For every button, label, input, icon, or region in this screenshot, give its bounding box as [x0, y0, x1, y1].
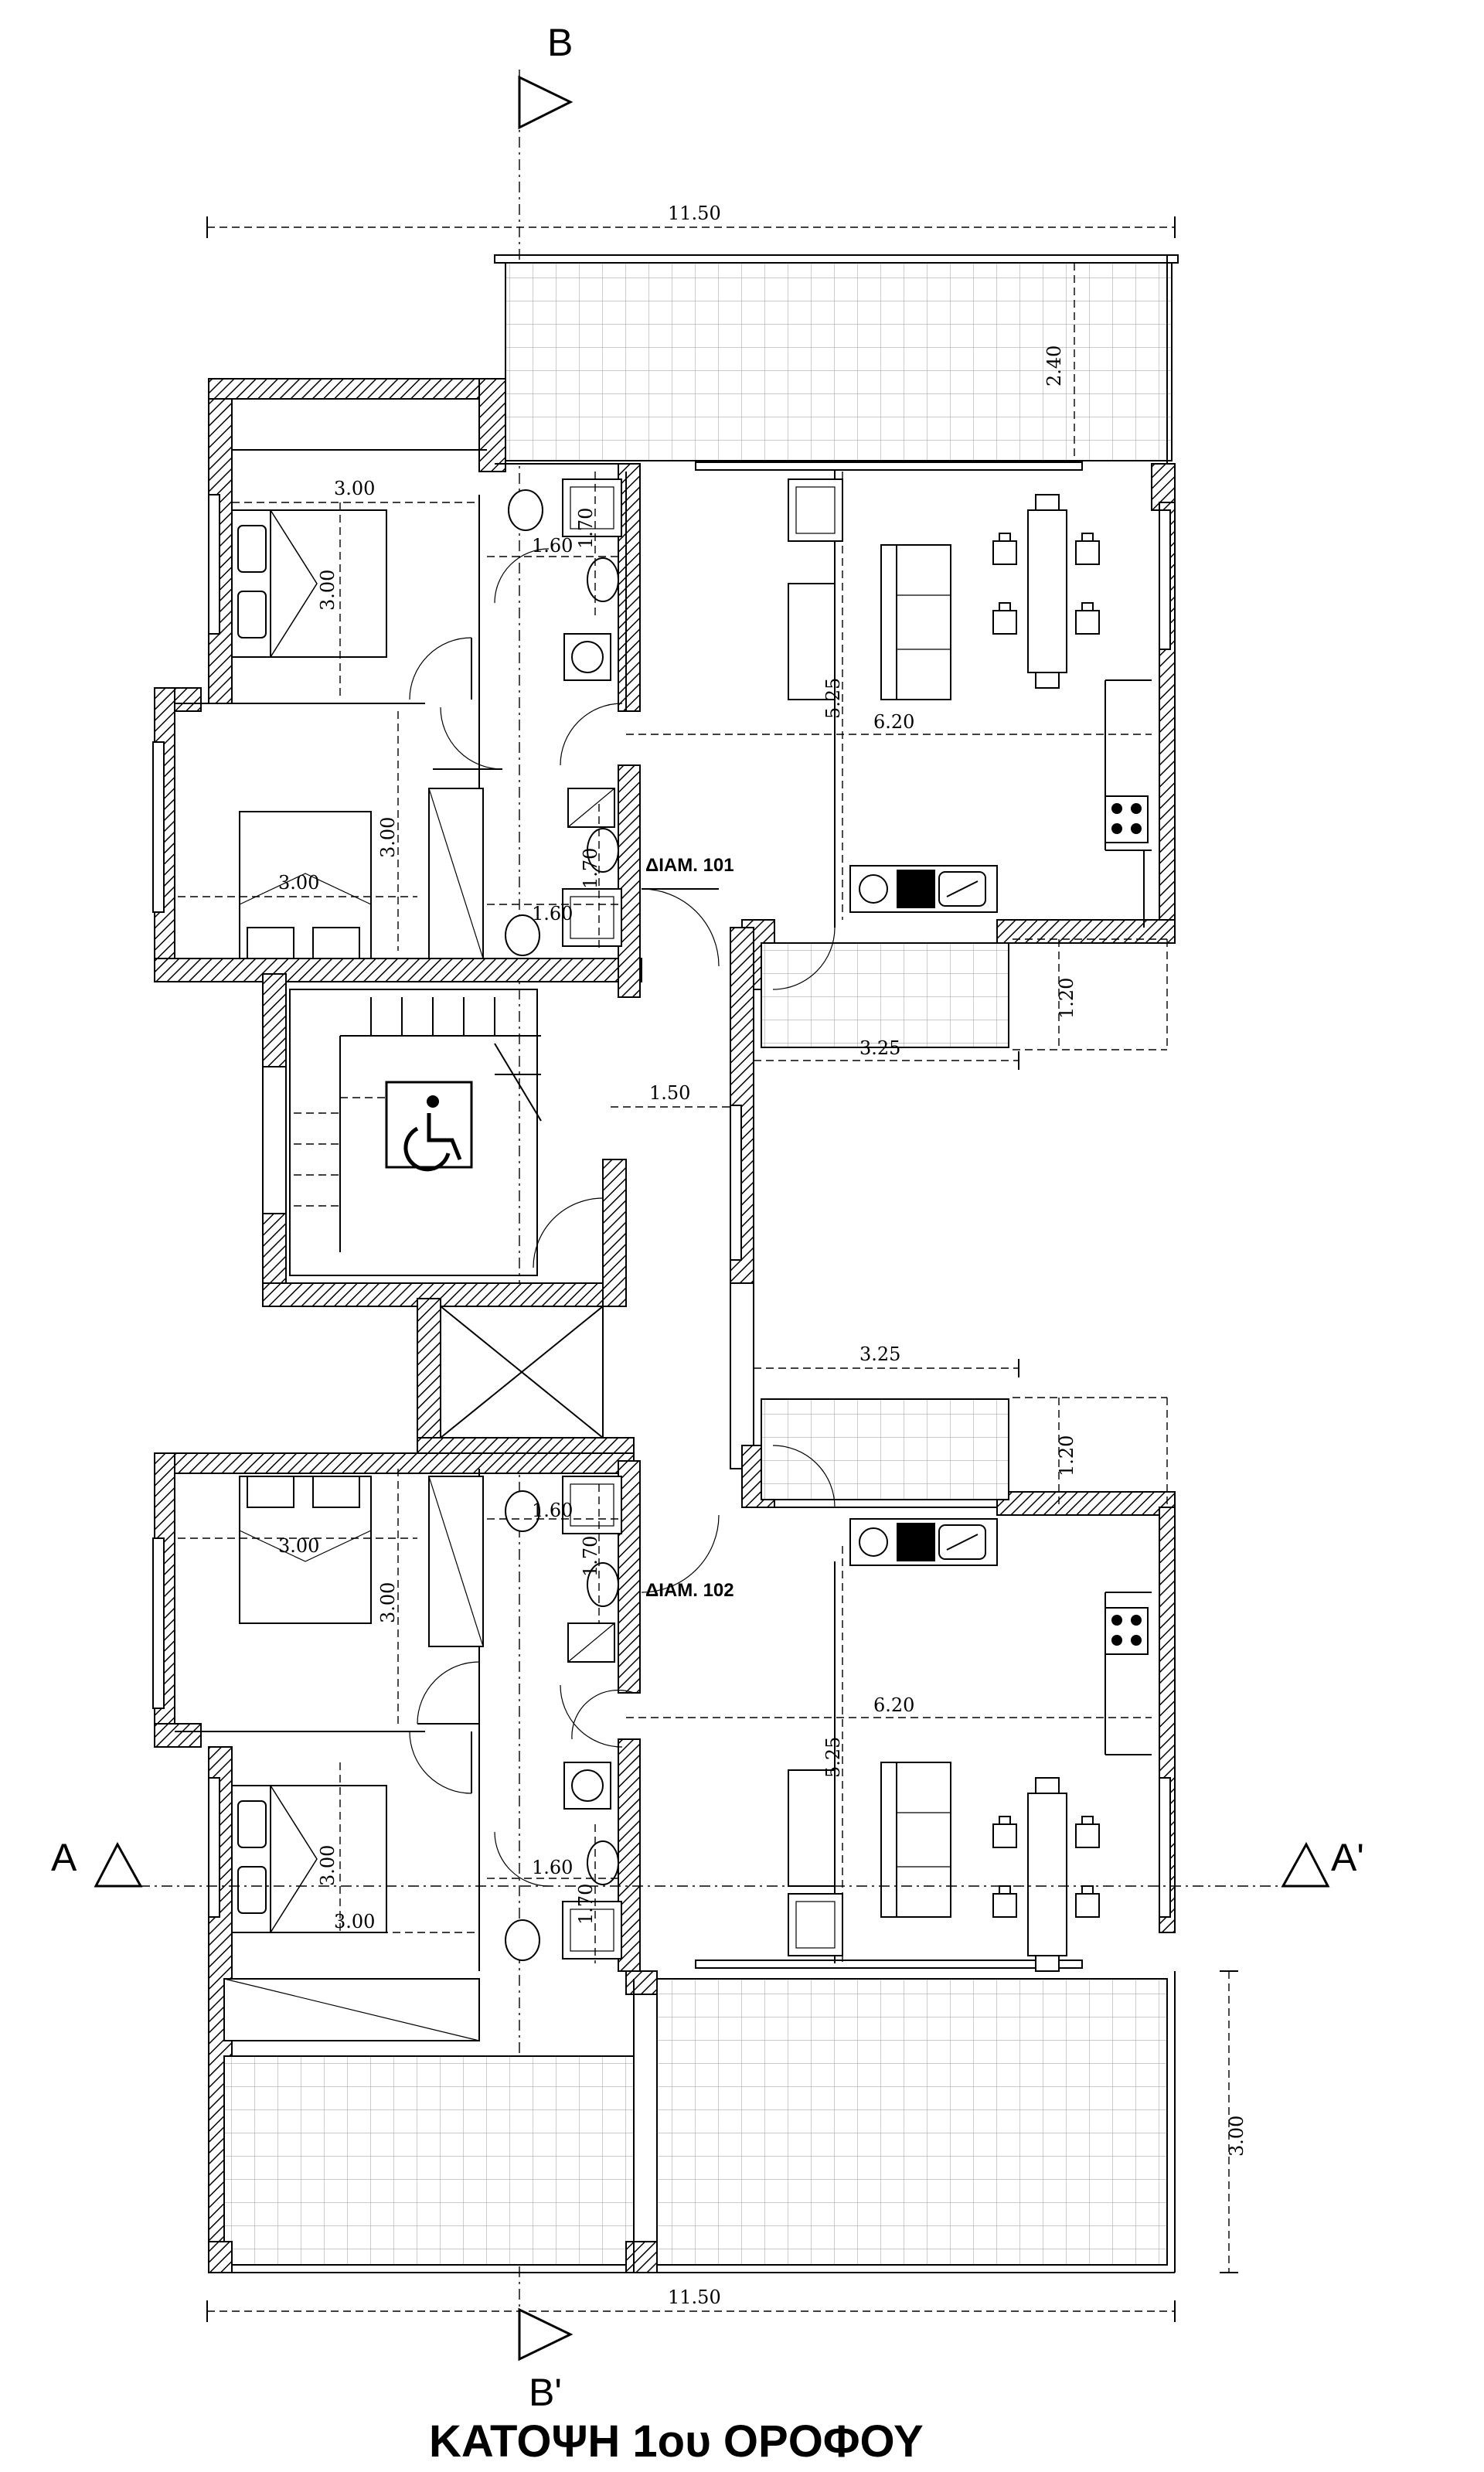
section-marker-a: A A' [51, 1836, 1364, 1888]
dim-text: 1.60 [532, 903, 573, 924]
dining-table-icon [992, 1777, 1100, 1972]
dim-text: 6.20 [873, 1694, 914, 1716]
dim-text: 1.70 [575, 1884, 597, 1925]
dim-text: 1.20 [1056, 1435, 1077, 1476]
dim-text: 3.00 [377, 1582, 399, 1623]
sink-icon [897, 1523, 986, 1561]
dim-text: 11.50 [668, 2286, 721, 2308]
dim-text: 11.50 [668, 203, 721, 224]
dim-text: 3.25 [859, 1343, 900, 1365]
top-balcony: 2.40 [494, 254, 1179, 464]
toilet-icon [505, 1919, 540, 1961]
washbasin-icon [571, 1769, 604, 1802]
toilet-icon [508, 489, 543, 531]
dim-text: 1.60 [532, 535, 573, 557]
section-arrow-icon [518, 2307, 574, 2361]
dim-text: 5.25 [822, 678, 844, 719]
dim-text: 3.25 [859, 1037, 900, 1059]
apartment-101: 1.20 3.00 3.00 3.00 3.00 1.60 1.70 [152, 378, 1176, 1050]
section-arrow-icon [1281, 1841, 1330, 1888]
section-label-a: A [51, 1836, 77, 1879]
toilet-icon [505, 1490, 540, 1532]
drawing-title: ΚΑΤΟΨΗ 1ου ΟΡΟΦΟΥ [429, 2416, 924, 2467]
wheelchair-icon [385, 1081, 473, 1172]
dim-text: 6.20 [873, 711, 914, 733]
dim-text: 3.00 [278, 872, 319, 894]
stove-icon [1104, 795, 1149, 843]
stair-icon [294, 997, 542, 1252]
dim-text: 1.50 [649, 1082, 690, 1104]
dim-text: 1.60 [532, 1500, 573, 1521]
dim-text: 2.40 [1043, 346, 1065, 386]
dim-text: 3.00 [334, 478, 375, 499]
section-marker-b-bottom: B' [518, 2307, 574, 2414]
sink-icon [897, 870, 986, 908]
stair-core: 1.50 [262, 973, 742, 1307]
lift-shaft [417, 1298, 635, 1462]
dim-overall-bottom: 11.50 [206, 2286, 1176, 2322]
dim-text: 1.70 [575, 508, 597, 549]
bed-icon [231, 509, 387, 658]
apartment-102: 1.20 3.00 3.00 3.00 3.00 1.60 1.7 [152, 1397, 1176, 2250]
toilet-icon [505, 914, 540, 956]
dim-text: 3.00 [377, 817, 399, 858]
bottom-balcony: 3.00 [208, 1970, 1247, 2273]
dim-text: 3.00 [334, 1911, 375, 1932]
dim-overall-top: 11.50 [206, 203, 1176, 238]
section-arrow-icon [94, 1841, 143, 1888]
section-label-b: B [547, 21, 573, 64]
stove-icon [1104, 1607, 1149, 1655]
apartment-label-101: ΔΙΑΜ. 101 [645, 855, 734, 876]
dim-text: 1.70 [580, 1536, 601, 1577]
dim-text: 1.70 [580, 848, 601, 889]
sofa-icon [880, 544, 951, 700]
dim-text: 1.20 [1056, 978, 1077, 1019]
dim-text: 1.60 [532, 1857, 573, 1878]
washbasin-icon [571, 641, 604, 673]
section-label-b-prime: B' [529, 2371, 562, 2414]
dim-text: 3.00 [317, 570, 339, 611]
dim-text: 3.00 [317, 1845, 339, 1886]
section-label-a-prime: A' [1331, 1836, 1364, 1879]
dim-text: 3.00 [1226, 2116, 1247, 2157]
section-arrow-icon [518, 75, 574, 130]
dining-table-icon [992, 494, 1100, 689]
sofa-icon [880, 1762, 951, 1918]
dim-text: 3.00 [278, 1535, 319, 1557]
dim-text: 5.25 [822, 1737, 844, 1778]
